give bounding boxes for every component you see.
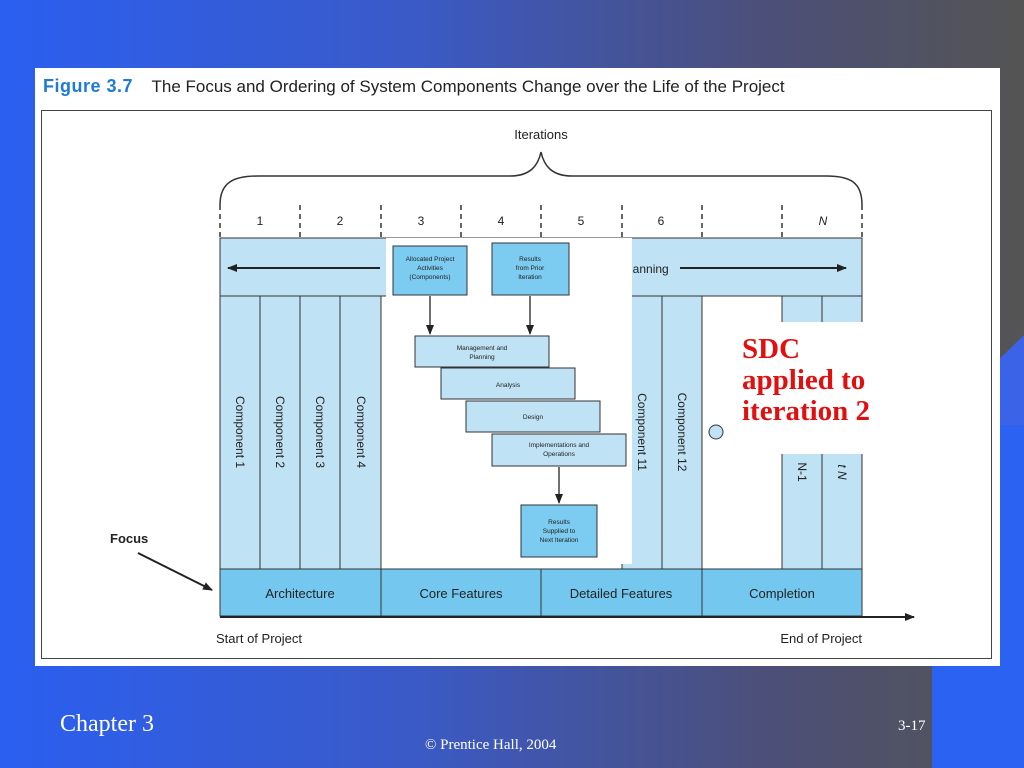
component-label: Component 11	[635, 393, 649, 471]
iteration-number: N	[819, 214, 828, 228]
allocated-activities-box: Allocated Project Activities (Components…	[392, 245, 468, 296]
allocated-line: Allocated Project	[406, 256, 455, 263]
ellipsis-dot-icon	[708, 424, 724, 440]
iteration-number: 4	[498, 214, 505, 228]
phase-label: Core Features	[419, 586, 503, 601]
allocated-line: Activities	[417, 265, 443, 272]
phase-label: Architecture	[265, 586, 334, 601]
next-results-line: Supplied to	[543, 528, 576, 535]
component-column	[259, 295, 301, 570]
iteration-dividers	[219, 205, 863, 238]
step-label: Operations	[543, 451, 576, 458]
focus-label: Focus	[110, 531, 148, 546]
component-column	[339, 295, 382, 570]
figure-header: Figure 3.7 The Focus and Ordering of Sys…	[43, 76, 785, 97]
iterations-brace	[219, 151, 863, 206]
phase-cell	[540, 568, 703, 617]
next-results-line: Next Iteration	[540, 537, 579, 544]
iteration-number: 5	[578, 214, 585, 228]
annotation-line: applied to	[742, 364, 866, 396]
figure-frame	[41, 110, 992, 659]
step-design	[465, 400, 601, 433]
planning-label: lanning	[630, 262, 669, 276]
chapter-label: Chapter 3	[60, 711, 154, 737]
page-number: 3-17	[898, 718, 926, 734]
prior-results-line: Iteration	[518, 274, 542, 281]
next-results-line: Results	[548, 519, 570, 526]
component-label: Component 1	[233, 396, 247, 468]
focus-arrow	[137, 552, 213, 591]
end-of-project-label: End of Project	[780, 631, 862, 646]
prior-results-box: Results from Prior Iteration	[491, 242, 570, 296]
step-management	[414, 335, 550, 368]
iterations-label: Iterations	[514, 127, 568, 142]
prior-results-line: from Prior	[516, 265, 545, 272]
next-results-box: Results Supplied to Next Iteration	[520, 504, 598, 558]
iteration-number: 3	[418, 214, 425, 228]
component-label: Component 3	[313, 396, 327, 468]
step-label: Design	[523, 414, 544, 421]
step-label: Implementations and	[529, 442, 590, 449]
iteration-number: 2	[337, 214, 344, 228]
prior-results-line: Results	[519, 256, 541, 263]
iteration-number: 6	[658, 214, 665, 228]
phase-label: Detailed Features	[570, 586, 673, 601]
component-label: Component 2	[273, 396, 287, 468]
allocated-line: (Components)	[409, 274, 450, 281]
phase-cell	[219, 568, 382, 617]
phase-label: Completion	[749, 586, 815, 601]
waterfall-steps	[414, 335, 627, 467]
figure-number: Figure 3.7	[43, 76, 134, 96]
step-label: Management and	[457, 345, 508, 352]
copyright-label: © Prentice Hall, 2004	[425, 737, 557, 753]
component-label: N-1	[795, 462, 809, 482]
iteration-number: 1	[257, 214, 264, 228]
component-label: t N	[835, 464, 849, 480]
figure-title: The Focus and Ordering of System Compone…	[151, 77, 785, 96]
annotation-line: SDC	[742, 333, 801, 365]
step-implementation	[491, 433, 627, 467]
component-column	[661, 295, 703, 570]
annotation-line: iteration 2	[742, 395, 871, 427]
component-label: Component 12	[675, 393, 689, 472]
component-label: Component 4	[354, 396, 368, 468]
component-column	[219, 295, 261, 570]
step-analysis	[440, 367, 576, 400]
step-label: Analysis	[496, 382, 521, 389]
step-label: Planning	[469, 354, 495, 361]
start-of-project-label: Start of Project	[216, 631, 302, 646]
phase-cell	[380, 568, 542, 617]
sdc-annotation: SDC applied to iteration 2	[728, 322, 918, 454]
